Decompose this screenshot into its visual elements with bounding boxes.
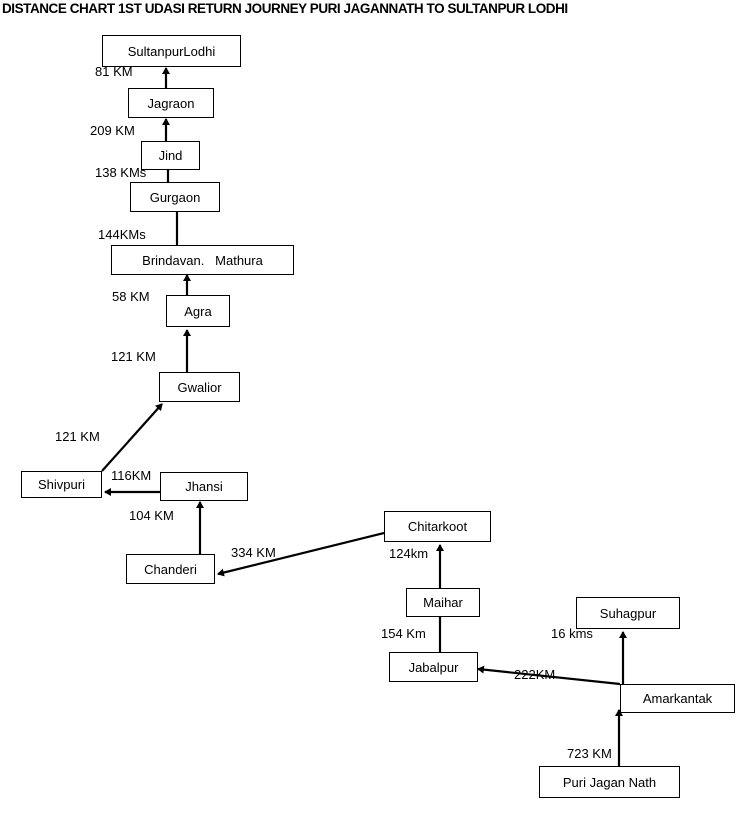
node-puri-jagan-nath: Puri Jagan Nath: [539, 766, 680, 798]
node-jabalpur: Jabalpur: [389, 652, 478, 682]
distance-brindavan-gurgaon: 144KMs: [98, 227, 146, 242]
node-jagraon: Jagraon: [128, 88, 214, 118]
node-amarkantak: Amarkantak: [620, 684, 735, 713]
distance-jhansi-shivpuri: 116KM: [111, 468, 152, 483]
node-gurgaon: Gurgaon: [130, 182, 220, 212]
node-chanderi: Chanderi: [126, 554, 215, 584]
distance-jagraon-sultanpur: 81 KM: [95, 64, 133, 79]
distance-amarkantak-suhagpur: 16 kms: [551, 626, 593, 641]
distance-gurgaon-jind: 138 KMs: [95, 165, 147, 180]
node-jind: Jind: [141, 141, 200, 170]
arrow-chitarkoot-chanderi: [217, 531, 385, 577]
arrow-shivpuri-gwalior: [101, 403, 163, 472]
node-jhansi: Jhansi: [160, 472, 248, 501]
node-maihar: Maihar: [406, 588, 480, 617]
node-chitarkoot: Chitarkoot: [384, 511, 491, 542]
distance-amarkantak-jabalpur: 222KM: [514, 667, 556, 682]
node-agra: Agra: [166, 295, 230, 327]
chart-title: DISTANCE CHART 1ST UDASI RETURN JOURNEY …: [2, 1, 568, 16]
distance-chitarkoot-chanderi: 334 KM: [231, 545, 276, 560]
node-sultanpur-lodhi: SultanpurLodhi: [102, 35, 241, 67]
node-suhagpur: Suhagpur: [576, 597, 680, 629]
distance-agra-brindavan: 58 KM: [112, 289, 150, 304]
distance-chanderi-jhansi: 104 KM: [129, 508, 174, 523]
distance-shivpuri-gwalior: 121 KM: [55, 429, 100, 444]
node-gwalior: Gwalior: [159, 372, 240, 402]
distance-jind-jagraon: 209 KM: [90, 123, 135, 138]
distance-maihar-chitarkoot: 124km: [389, 546, 429, 561]
distance-puri-amarkantak: 723 KM: [567, 746, 612, 761]
arrow-amarkantak-jabalpur: [477, 665, 621, 686]
node-brindavan-mathura: Brindavan. Mathura: [111, 245, 294, 275]
distance-gwalior-agra: 121 KM: [111, 349, 156, 364]
node-shivpuri: Shivpuri: [21, 471, 102, 498]
distance-jabalpur-maihar: 154 Km: [381, 626, 426, 641]
